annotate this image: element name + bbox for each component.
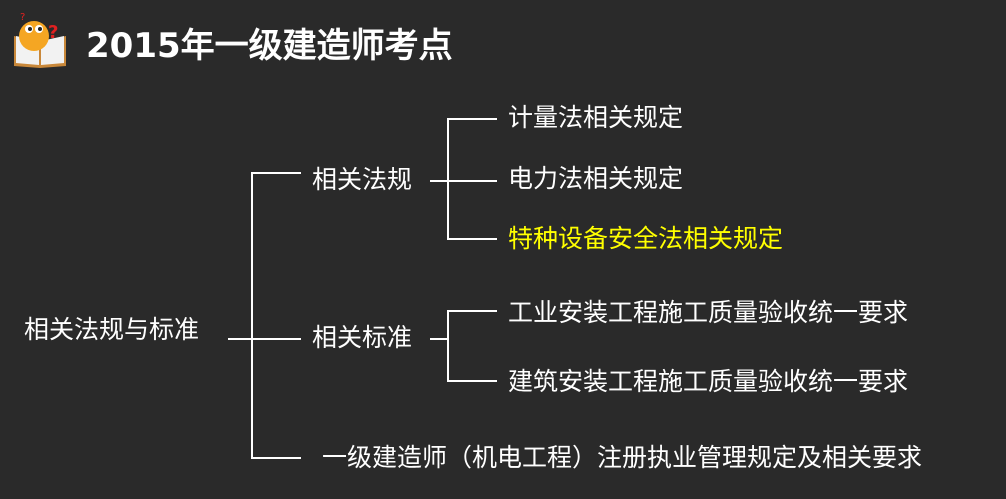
logo-book-question-icon: ? ? [14,12,66,68]
bracket-line [447,310,449,381]
svg-text:?: ? [20,12,25,23]
connector-line [447,310,497,312]
leaf-node: 建筑安装工程施工质量验收统一要求 [508,367,909,396]
bracket-line [447,118,449,239]
connector-line [447,118,497,120]
svg-text:?: ? [48,22,58,43]
leaf-node: 电力法相关规定 [508,164,684,193]
connector-line [430,180,497,182]
page-title: 2015年一级建造师考点 [86,26,453,66]
connector-line [251,172,301,174]
leaf-node: 计量法相关规定 [508,103,684,132]
branch-node: 相关法规 [312,165,413,194]
bracket-line [251,172,253,459]
leaf-node: 工业安装工程施工质量验收统一要求 [508,298,909,327]
branch-node: 相关标准 [312,323,413,352]
connector-line [430,338,447,340]
connector-line [447,380,497,382]
leaf-node-highlighted: 特种设备安全法相关规定 [508,224,784,253]
connector-line [251,457,301,459]
connector-line [228,338,301,340]
connector-line [447,238,497,240]
branch-node: 一级建造师（机电工程）注册执业管理规定及相关要求 [322,443,923,472]
root-node: 相关法规与标准 [24,315,200,344]
